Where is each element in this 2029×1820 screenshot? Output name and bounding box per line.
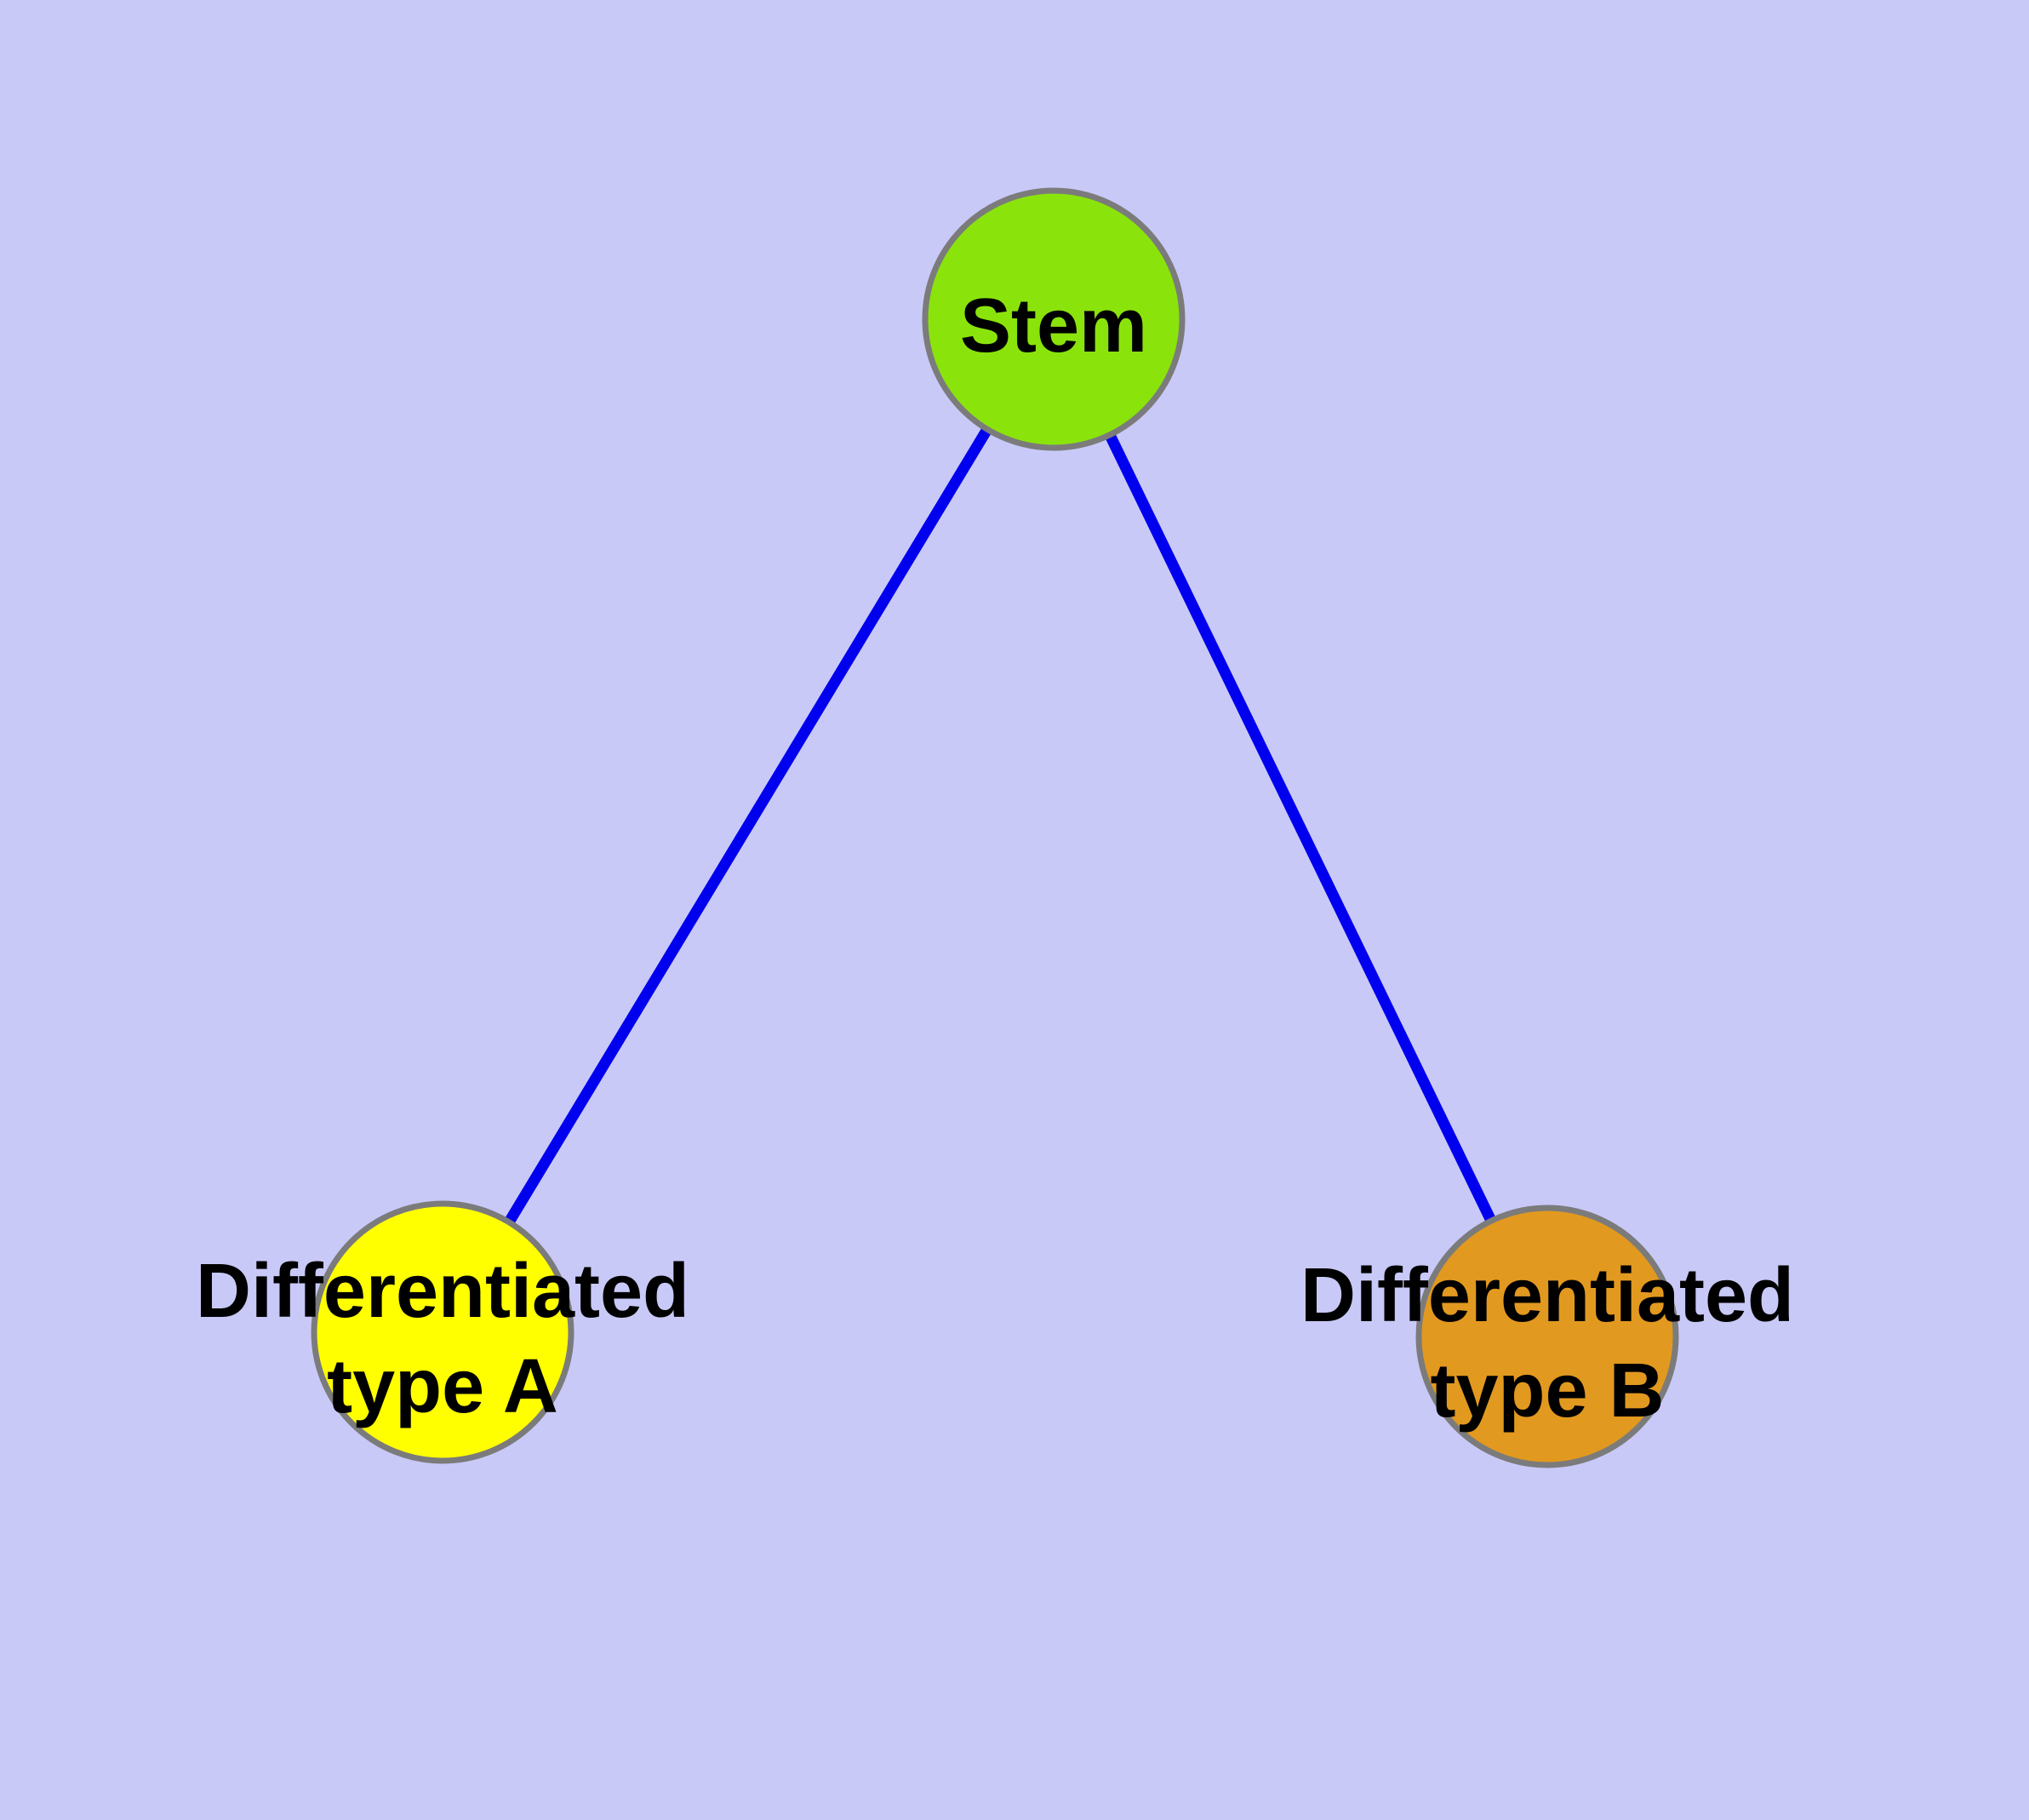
node-label-differentiated-type-a: Differentiated type A [196,1249,689,1429]
node-label-differentiated-type-b: Differentiated type B [1300,1253,1794,1434]
node-differentiated-type-a[interactable] [311,1200,574,1464]
node-differentiated-type-b[interactable] [1415,1205,1679,1468]
node-stem[interactable] [922,187,1186,451]
node-label-line: Differentiated [1300,1253,1794,1338]
edge-stem-to-differentiated-type-a[interactable] [437,316,1059,1336]
node-label-line: Stem [960,283,1147,369]
node-label-line: Differentiated [196,1249,689,1334]
node-label-line: type B [1430,1348,1664,1434]
edge-stem-to-differentiated-type-b[interactable] [1049,317,1552,1339]
node-label-line: type A [327,1344,558,1429]
node-label-stem: Stem [960,283,1147,369]
